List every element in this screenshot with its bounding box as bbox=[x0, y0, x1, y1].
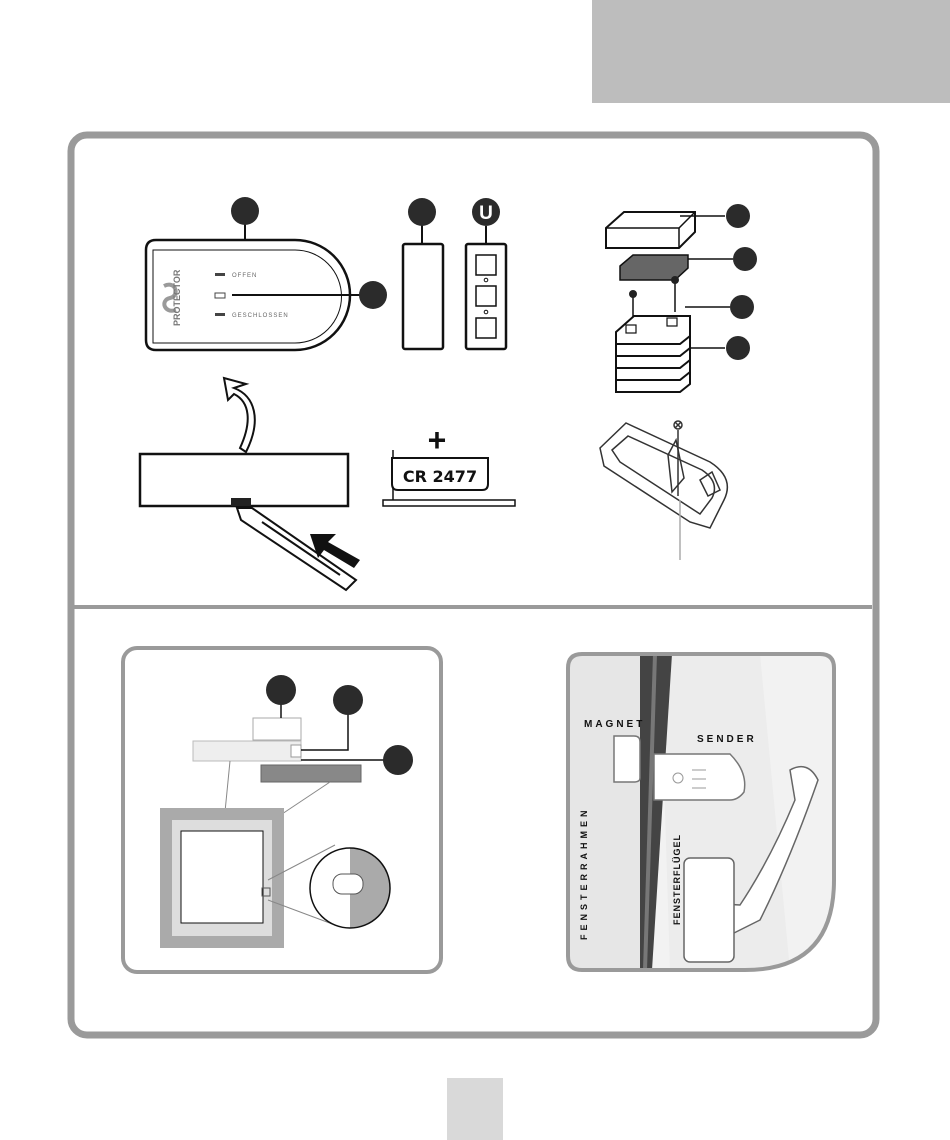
callout-dot-2 bbox=[359, 281, 387, 309]
callout-dot-3 bbox=[408, 198, 436, 226]
callout-dot-8 bbox=[726, 336, 750, 360]
mounting-plate-figure: U bbox=[466, 198, 506, 349]
installation-illustration: MAGNET SENDER FENSTERRAHMEN FENSTERFLÜGE… bbox=[568, 654, 834, 970]
magnet-unit bbox=[614, 736, 640, 782]
window-diagram bbox=[123, 648, 441, 972]
magnet-bar bbox=[620, 255, 688, 280]
callout-dot-7 bbox=[730, 295, 754, 319]
led-label-open: OFFEN bbox=[232, 273, 257, 279]
led-open bbox=[215, 273, 225, 276]
callout-dot-11 bbox=[383, 745, 413, 775]
open-housing-step bbox=[140, 378, 360, 590]
cover-top bbox=[606, 212, 695, 248]
callout-dot-1 bbox=[231, 197, 259, 225]
spacer-plates bbox=[616, 316, 690, 392]
sender-unit bbox=[654, 754, 745, 800]
magnet-label: MAGNET bbox=[584, 719, 645, 730]
brand-text: PROTECTOR bbox=[172, 269, 182, 326]
battery-tray bbox=[383, 500, 515, 506]
callout-dot-5 bbox=[726, 204, 750, 228]
callout-dot-9 bbox=[266, 675, 296, 705]
led-closed bbox=[215, 313, 225, 316]
sender-device-figure: PROTECTOR OFFEN GESCHLOSSEN bbox=[146, 197, 387, 350]
zoom-detail bbox=[310, 848, 390, 928]
page-number-tab bbox=[447, 1078, 503, 1140]
magnet-block bbox=[403, 244, 443, 349]
battery-figure: + CR 2477 bbox=[383, 422, 515, 506]
magnet-side-figure bbox=[403, 198, 443, 349]
magnet-strip bbox=[261, 765, 361, 782]
battery-label: CR 2477 bbox=[403, 467, 477, 486]
callout-dot-6 bbox=[733, 247, 757, 271]
sash-label: FENSTERFLÜGEL bbox=[672, 834, 682, 925]
callout-dot-10 bbox=[333, 685, 363, 715]
handle-base bbox=[684, 858, 734, 962]
led-label-closed: GESCHLOSSEN bbox=[232, 313, 289, 319]
open-housing-figure bbox=[600, 421, 727, 560]
curved-arrow bbox=[224, 378, 255, 452]
mounting-plate bbox=[466, 244, 506, 349]
exploded-stack-figure bbox=[606, 204, 757, 392]
callout-u-letter: U bbox=[479, 203, 493, 224]
frame-label: FENSTERRAHMEN bbox=[579, 806, 589, 940]
sensor-cover bbox=[253, 718, 301, 740]
sender-label: SENDER bbox=[697, 734, 757, 745]
plus-sign: + bbox=[428, 422, 447, 458]
sender-body bbox=[193, 741, 301, 761]
